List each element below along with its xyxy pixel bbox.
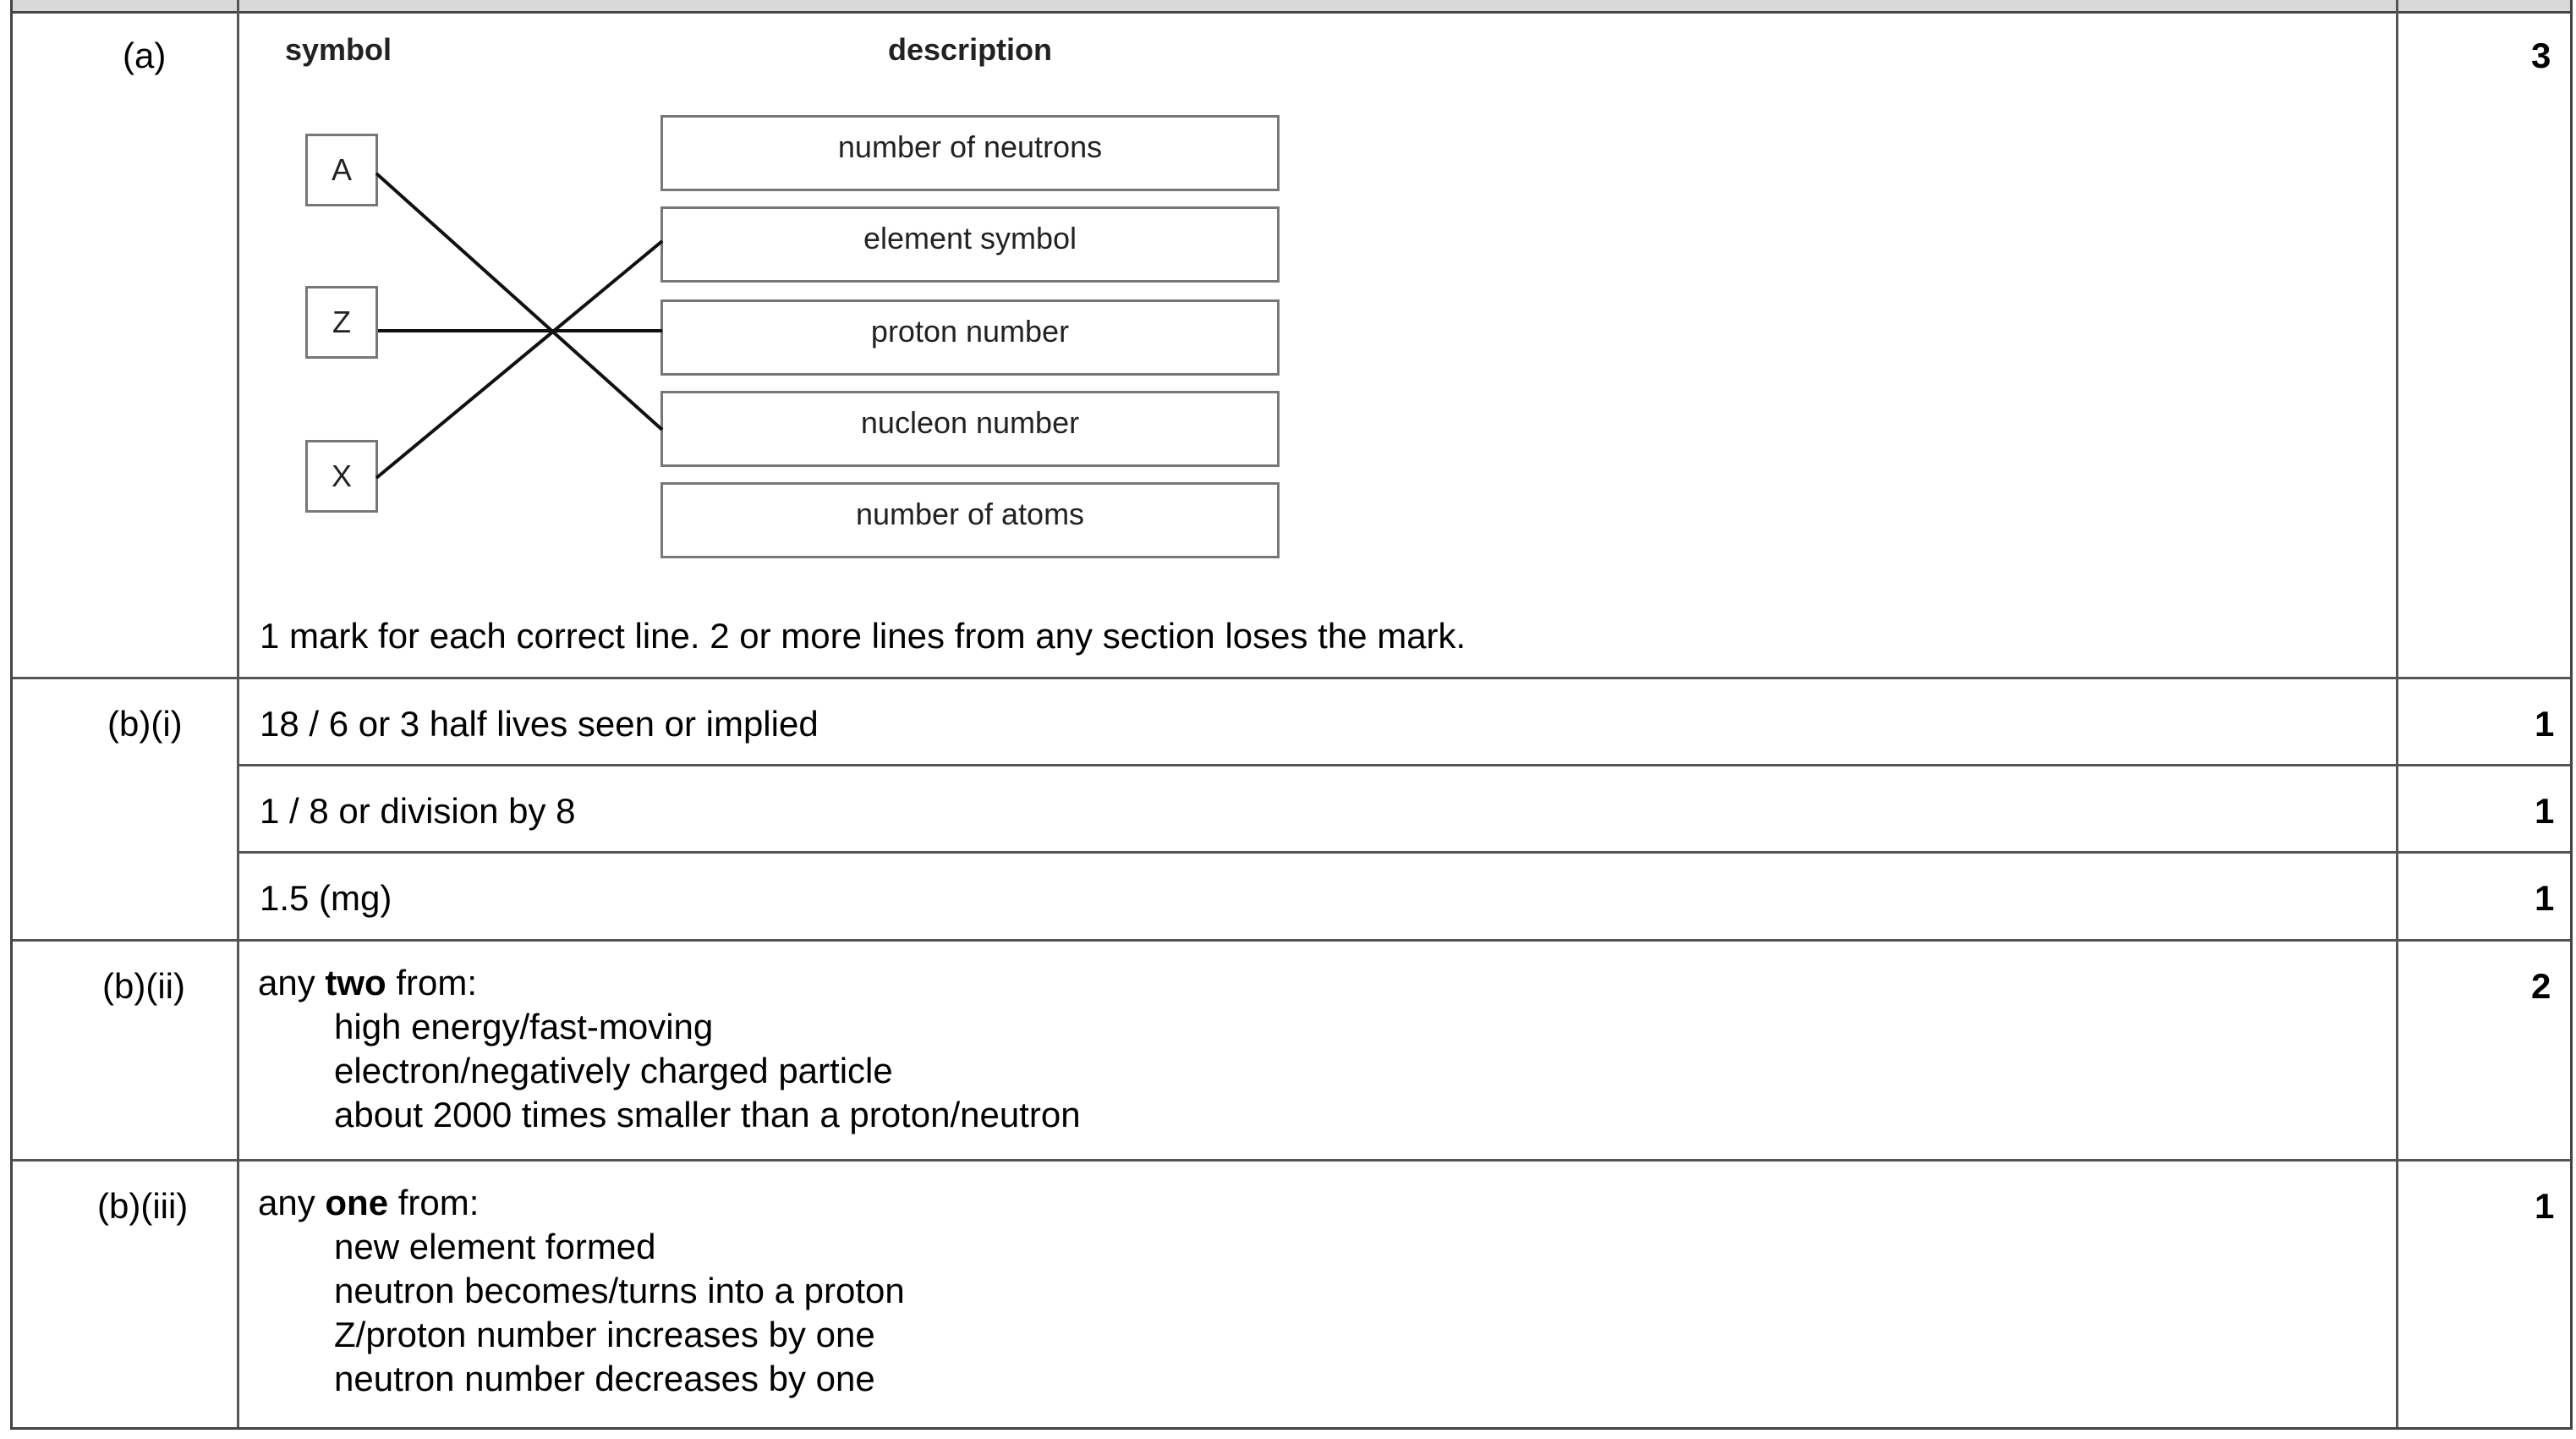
connection-line-x-element — [375, 239, 664, 480]
list-item: neutron number decreases by one — [334, 1359, 875, 1398]
column-divider-mark — [2396, 0, 2398, 1427]
row-divider-bi-2 — [238, 851, 2570, 854]
description-box-nucleon-number: nucleon number — [660, 391, 1280, 467]
row-mark-bii: 2 — [2531, 966, 2551, 1006]
row-divider-bi-1 — [238, 764, 2570, 766]
mark-scheme-table: (a) 3 symbol description A Z X number of… — [10, 0, 2573, 1430]
bi-part-3-mark: 1 — [2535, 878, 2555, 918]
connection-lines — [375, 172, 664, 480]
row-label-bii: (b)(ii) — [102, 966, 185, 1006]
list-item: Z/proton number increases by one — [334, 1315, 875, 1354]
list-item: high energy/fast-moving — [334, 1007, 714, 1046]
description-header: description — [888, 32, 1053, 67]
bii-answer-list: any two from: high energy/fast-moving el… — [258, 961, 1081, 1137]
row-a-note: 1 mark for each correct line. 2 or more … — [260, 616, 1466, 656]
row-label-a: (a) — [123, 36, 167, 75]
column-divider-label — [237, 0, 239, 1427]
description-box-atoms: number of atoms — [660, 482, 1280, 558]
row-divider-bi — [13, 939, 2570, 942]
row-mark-biii: 1 — [2535, 1186, 2555, 1226]
symbol-box-z: Z — [305, 286, 378, 359]
bi-part-2-mark: 1 — [2535, 791, 2555, 831]
row-label-bi: (b)(i) — [107, 704, 183, 744]
biii-answer-list: any one from: new element formed neutron… — [258, 1181, 905, 1401]
bi-part-2-text: 1 / 8 or division by 8 — [260, 791, 576, 831]
list-item: neutron becomes/turns into a proton — [334, 1271, 905, 1310]
symbol-header: symbol — [285, 32, 392, 67]
bii-intro: any two from: — [258, 963, 478, 1002]
row-label-biii: (b)(iii) — [97, 1186, 189, 1226]
row-divider-bii — [13, 1159, 2570, 1162]
row-mark-a: 3 — [2531, 36, 2551, 75]
bi-part-1-mark: 1 — [2535, 704, 2555, 744]
biii-intro: any one from: — [258, 1183, 480, 1222]
bi-part-3-text: 1.5 (mg) — [260, 878, 392, 918]
description-box-element-symbol: element symbol — [660, 206, 1280, 283]
matching-diagram: symbol description A Z X number of neutr… — [258, 25, 1357, 584]
list-item: electron/negatively charged particle — [334, 1051, 893, 1090]
table-header-band — [13, 0, 2570, 14]
list-item: new element formed — [334, 1227, 656, 1266]
symbol-box-a: A — [305, 134, 378, 206]
list-item: about 2000 times smaller than a proton/n… — [334, 1095, 1081, 1134]
connection-line-a-nucleon — [375, 172, 664, 431]
description-box-proton-number: proton number — [660, 299, 1280, 376]
bi-part-1-text: 18 / 6 or 3 half lives seen or implied — [260, 704, 819, 744]
row-divider-a — [13, 677, 2570, 679]
description-box-neutrons: number of neutrons — [660, 115, 1280, 191]
